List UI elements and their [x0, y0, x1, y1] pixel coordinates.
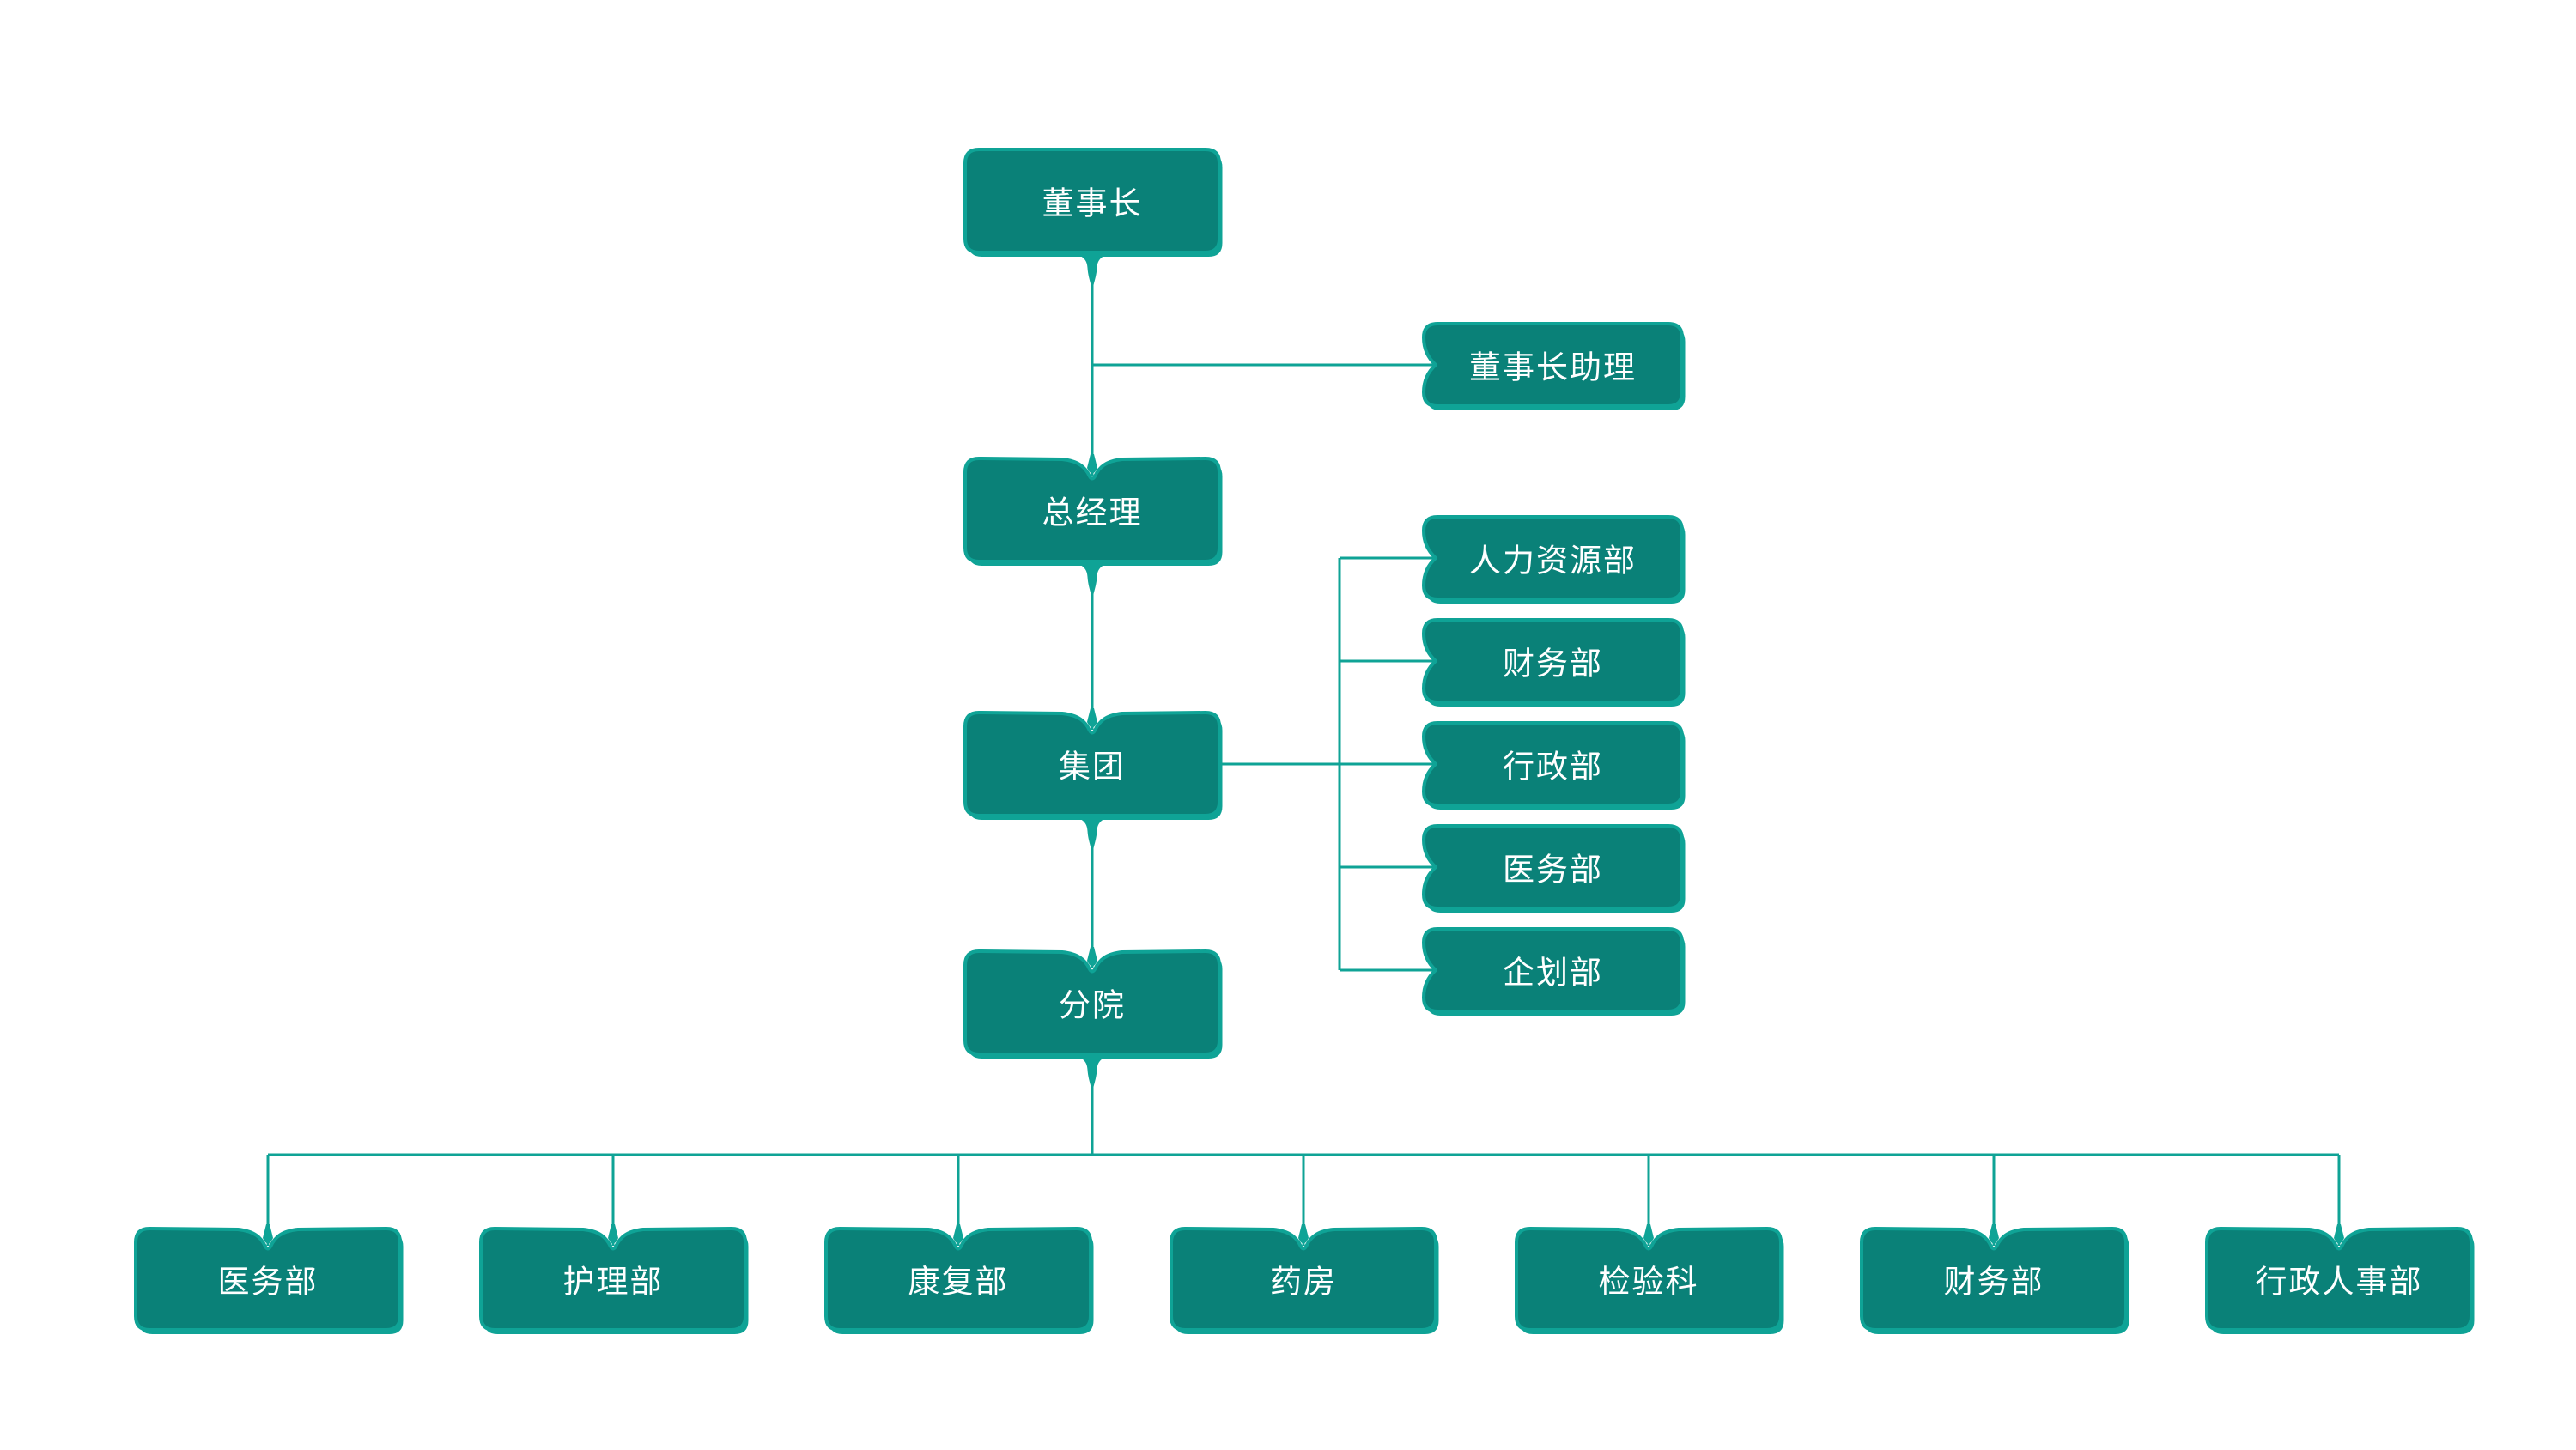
connector-group-right-children	[1218, 556, 1435, 972]
notch-stem-shape	[1087, 947, 1097, 967]
node-general-manager[interactable]: 总经理	[963, 454, 1223, 594]
node-box	[479, 1227, 747, 1332]
node-branch-nursing[interactable]: 护理部	[479, 1224, 749, 1334]
funnel-connector-shape	[1069, 816, 1115, 848]
notch-stem-shape	[953, 1224, 963, 1244]
funnel-connector-shape	[1069, 1054, 1115, 1087]
notch-stem-shape	[1989, 1224, 1999, 1244]
node-admin-dept-group[interactable]: 行政部	[1422, 721, 1686, 810]
node-label: 检验科	[1599, 1265, 1699, 1300]
notch-stem-shape	[263, 1224, 273, 1244]
node-label: 财务部	[1944, 1265, 2044, 1300]
node-planning-dept[interactable]: 企划部	[1422, 927, 1686, 1016]
funnel-connector-shape	[1069, 561, 1115, 594]
node-box	[963, 711, 1221, 817]
node-branch-pharmacy[interactable]: 药房	[1170, 1224, 1439, 1334]
notch-stem-shape	[1087, 708, 1097, 728]
node-box	[1422, 824, 1684, 910]
node-label: 护理部	[563, 1265, 664, 1300]
node-box	[963, 148, 1221, 254]
notch-stem-shape	[1643, 1224, 1654, 1244]
node-branch[interactable]: 分院	[963, 947, 1223, 1087]
node-label: 财务部	[1503, 646, 1603, 682]
node-chairman-assistant[interactable]: 董事长助理	[1422, 322, 1686, 410]
node-branch-admin-hr[interactable]: 行政人事部	[2205, 1224, 2475, 1334]
node-layer: 董事长董事长助理总经理人力资源部财务部行政部集团医务部企划部分院医务部护理部康复…	[134, 148, 2475, 1334]
node-finance-dept-group[interactable]: 财务部	[1422, 618, 1686, 707]
node-label: 医务部	[1503, 852, 1603, 888]
node-label: 董事长	[1042, 186, 1143, 221]
notch-stem-shape	[2334, 1224, 2344, 1244]
node-label: 康复部	[908, 1265, 1009, 1300]
node-box	[1422, 515, 1684, 601]
node-box	[1515, 1227, 1783, 1332]
node-label: 董事长助理	[1469, 350, 1637, 385]
node-branch-finance[interactable]: 财务部	[1860, 1224, 2129, 1334]
node-box	[963, 457, 1221, 563]
node-box	[134, 1227, 402, 1332]
node-medical-dept-group[interactable]: 医务部	[1422, 824, 1686, 913]
node-box	[1422, 322, 1684, 408]
node-box	[1422, 618, 1684, 704]
node-branch-medical[interactable]: 医务部	[134, 1224, 404, 1334]
node-branch-lab[interactable]: 检验科	[1515, 1224, 1784, 1334]
connector-branch-bottom-children	[266, 1056, 2341, 1246]
node-box	[1860, 1227, 2128, 1332]
node-label: 药房	[1270, 1265, 1337, 1300]
node-box	[2205, 1227, 2473, 1332]
connector-layer	[266, 251, 2341, 1246]
node-label: 行政部	[1503, 749, 1603, 785]
node-label: 总经理	[1042, 495, 1143, 531]
node-box	[1170, 1227, 1437, 1332]
node-label: 人力资源部	[1469, 543, 1637, 579]
node-box	[824, 1227, 1092, 1332]
node-box	[1422, 927, 1684, 1013]
node-label: 企划部	[1503, 956, 1603, 991]
node-chairman[interactable]: 董事长	[963, 148, 1223, 285]
notch-stem-shape	[1298, 1224, 1309, 1244]
node-label: 集团	[1059, 749, 1126, 785]
funnel-connector-shape	[1069, 252, 1115, 285]
node-hr-dept[interactable]: 人力资源部	[1422, 515, 1686, 604]
notch-stem-shape	[608, 1224, 618, 1244]
node-box	[1422, 721, 1684, 807]
node-branch-rehab[interactable]: 康复部	[824, 1224, 1094, 1334]
notch-stem-shape	[1087, 454, 1097, 474]
node-label: 医务部	[218, 1265, 319, 1300]
node-label: 分院	[1059, 988, 1126, 1023]
node-group[interactable]: 集团	[963, 708, 1223, 848]
node-box	[963, 949, 1221, 1056]
node-label: 行政人事部	[2256, 1265, 2423, 1300]
